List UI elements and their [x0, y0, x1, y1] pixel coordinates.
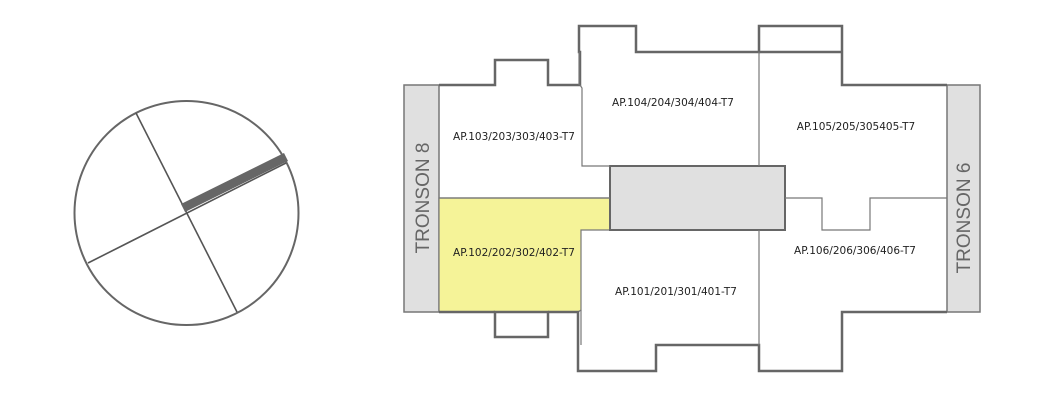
tronson-6-label: TRONSON 6 — [954, 163, 975, 274]
tronson-8-label: TRONSON 8 — [413, 143, 434, 254]
interior-partitions — [439, 52, 947, 345]
unit-104-label: AP.104/204/304/404-T7 — [612, 97, 734, 109]
unit-101-label: AP.101/201/301/401-T7 — [615, 286, 737, 298]
orientation-indicator-bar — [181, 152, 288, 213]
unit-106-label: AP.106/206/306/406-T7 — [794, 245, 916, 257]
unit-104[interactable] — [583, 54, 758, 165]
tronson-8-strip — [403, 84, 440, 313]
unit-102-label: AP.102/202/302/402-T7 — [453, 247, 575, 259]
unit-105-label: AP.105/205/305405-T7 — [797, 121, 915, 133]
unit-102-balcony — [493, 310, 550, 339]
orientation-compass — [73, 100, 300, 326]
compass-axis — [87, 162, 287, 264]
building-core — [609, 165, 786, 231]
unit-103-label: AP.103/203/303/403-T7 — [453, 131, 575, 143]
